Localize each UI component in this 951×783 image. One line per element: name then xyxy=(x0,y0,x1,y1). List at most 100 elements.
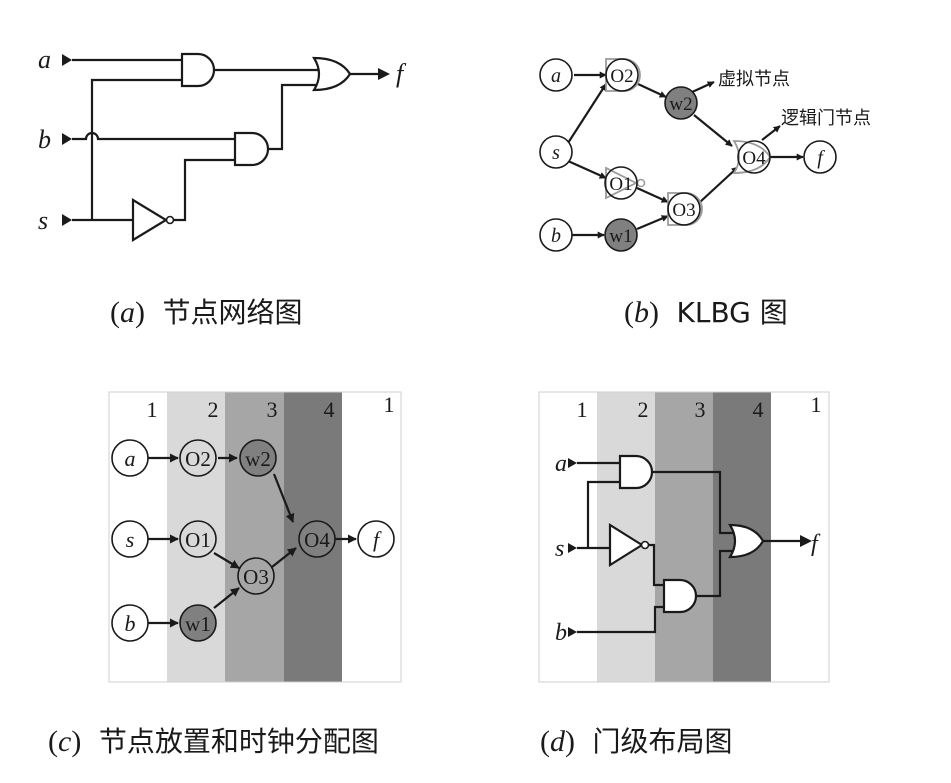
wire-and2-or xyxy=(268,83,320,151)
edge-s-o2 xyxy=(567,83,607,144)
zone-number-1b: 1 xyxy=(384,392,395,417)
node-b-label: b xyxy=(551,225,561,247)
panel-a-circuit: a b s f xyxy=(38,45,407,242)
or-gate-icon xyxy=(312,56,352,92)
node-w1-label: w1 xyxy=(609,226,632,247)
node-o2 xyxy=(605,58,639,92)
wire-b xyxy=(72,131,235,141)
node-w2-label: w2 xyxy=(245,447,271,471)
caption-d-text: 门级布局图 xyxy=(593,725,733,758)
node-o1-label: O1 xyxy=(185,528,211,552)
node-o1 xyxy=(179,520,217,558)
caption-c-letter: c xyxy=(58,725,71,758)
edge-w1-o3 xyxy=(636,214,669,231)
caption-d: (d) 门级布局图 xyxy=(540,725,733,758)
virtual-node-annotation: 虚拟节点 xyxy=(718,69,790,90)
node-input-b xyxy=(539,218,573,252)
input-s-label: s xyxy=(555,536,564,562)
caption-d-letter: d xyxy=(550,725,566,758)
zone-number-4: 4 xyxy=(324,397,335,422)
wire-s-and1 xyxy=(90,78,182,220)
clock-zone-3 xyxy=(225,392,284,682)
annotation-arrow-virtual xyxy=(689,81,715,94)
node-output-f xyxy=(803,140,837,174)
node-input-a xyxy=(539,58,573,92)
node-o3 xyxy=(237,557,275,595)
zone-number-1: 1 xyxy=(147,397,158,422)
not-bubble-outline-icon xyxy=(636,178,646,188)
node-o3 xyxy=(667,192,701,226)
caption-a-letter: a xyxy=(120,296,135,329)
edge-o1-o3 xyxy=(213,552,240,569)
node-w1-label: w1 xyxy=(185,612,211,636)
node-w1 xyxy=(604,218,638,252)
node-b-label: b xyxy=(125,611,136,636)
input-b-marker xyxy=(568,627,577,637)
zone-number-2: 2 xyxy=(638,397,649,422)
node-o2-label: O2 xyxy=(185,447,211,471)
node-input-s xyxy=(539,135,573,169)
not-bubble-icon xyxy=(640,540,650,550)
edge-w1-o3 xyxy=(213,587,240,609)
node-o4 xyxy=(298,520,336,558)
wire-b xyxy=(577,605,664,634)
zone-frame xyxy=(108,391,402,683)
input-a-marker xyxy=(62,54,72,66)
node-w2-label: w2 xyxy=(669,94,692,115)
node-input-s xyxy=(111,520,149,558)
and-gate-icon xyxy=(180,52,216,88)
node-s-label: s xyxy=(552,142,560,164)
and-gate-icon xyxy=(662,578,698,614)
node-f-label: f xyxy=(373,527,382,552)
zone-number-3: 3 xyxy=(695,397,706,422)
caption-a-text: 节点网络图 xyxy=(163,296,303,329)
input-a-label: a xyxy=(38,45,51,74)
node-w1 xyxy=(179,604,217,642)
not-gate-icon xyxy=(608,523,645,567)
or-gate-icon xyxy=(728,523,765,559)
input-s-marker xyxy=(568,543,577,553)
zone-number-3: 3 xyxy=(267,397,278,422)
node-s-label: s xyxy=(126,527,135,552)
node-o2-label: O2 xyxy=(610,66,633,87)
logic-gate-node-annotation: 逻辑门节点 xyxy=(781,108,871,129)
and-gate-icon xyxy=(618,454,654,490)
node-o2 xyxy=(179,439,217,477)
edge-w2-o4 xyxy=(693,114,733,147)
node-o4-label: O4 xyxy=(742,148,766,169)
edge-o1-o3 xyxy=(636,186,669,204)
or-gate-outline-icon xyxy=(732,140,772,174)
node-o3-label: O3 xyxy=(243,565,269,589)
input-s-label: s xyxy=(38,206,48,235)
edge-o3-o4 xyxy=(699,166,739,203)
node-w2 xyxy=(239,439,277,477)
input-a-marker xyxy=(568,458,577,468)
edge-o2-w2 xyxy=(637,83,667,98)
caption-a: (a) 节点网络图 xyxy=(110,296,303,329)
node-a-label: a xyxy=(551,65,561,87)
input-b-label: b xyxy=(555,620,567,646)
node-o4 xyxy=(737,140,771,174)
not-gate-icon xyxy=(131,198,169,242)
and-gate-icon xyxy=(233,131,270,167)
input-s-marker xyxy=(62,214,72,226)
caption-b-letter: b xyxy=(634,296,649,329)
node-w2 xyxy=(664,86,698,120)
input-a-label: a xyxy=(555,451,567,477)
output-arrow xyxy=(800,535,812,547)
wire-s-and1 xyxy=(586,480,620,548)
edge-s-o1 xyxy=(567,159,607,180)
zone-number-1: 1 xyxy=(577,397,588,422)
node-input-a xyxy=(111,439,149,477)
input-b-marker xyxy=(62,133,72,145)
panel-b-klbg: a s b O2 w2 O1 w1 O3 O4 f 虚拟节点 逻辑门节点 xyxy=(539,58,871,252)
caption-c: (c) 节点放置和时钟分配图 xyxy=(48,725,379,758)
wire-not-and2 xyxy=(174,158,235,222)
node-o1-label: O1 xyxy=(609,174,632,195)
panel-d-gate-layout: 1 2 3 4 1 a s b f xyxy=(538,391,830,683)
output-f-label: f xyxy=(811,531,821,557)
output-f-label: f xyxy=(396,59,407,88)
node-o3-label: O3 xyxy=(672,200,695,221)
node-output-f xyxy=(357,520,395,558)
